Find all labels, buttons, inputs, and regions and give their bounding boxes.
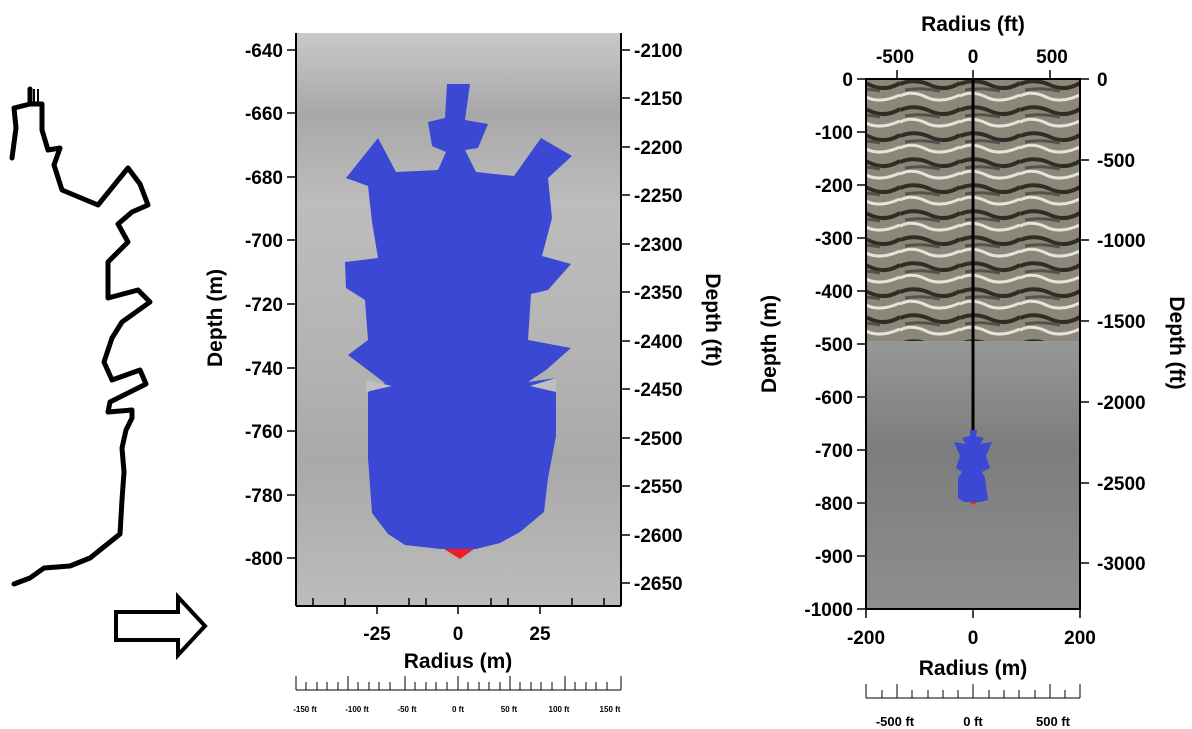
right-y-right-axis-label: Depth (ft): [1165, 296, 1188, 389]
left-x-axis-label: Radius (m): [404, 650, 513, 673]
left-ft-tick: -2600: [634, 526, 683, 547]
right-top-tick: 0: [968, 47, 979, 68]
left-ruler-label: 0 ft: [452, 705, 464, 714]
right-ft-tick: -2500: [1097, 474, 1146, 495]
left-xtick: 25: [529, 624, 551, 645]
right-ytick: 0: [842, 70, 853, 91]
right-ruler-label: 500 ft: [1036, 714, 1071, 729]
right-ytick: -700: [815, 441, 853, 462]
right-ytick: -600: [815, 388, 853, 409]
left-ruler-label: -50 ft: [397, 705, 416, 714]
right-scale-ruler: [865, 684, 1081, 699]
left-chart: -640 -660 -680 -700 -720 -740 -760 -780 …: [204, 33, 724, 714]
right-ft-tick: 0: [1097, 70, 1108, 91]
right-cavern-shape: [954, 430, 992, 502]
right-x-axis-label: Radius (m): [919, 657, 1028, 680]
left-y-axis-label: Depth (m): [204, 269, 227, 367]
right-ft-tick: -2000: [1097, 393, 1146, 414]
right-ytick: -100: [815, 123, 853, 144]
left-ytick: -780: [245, 486, 283, 507]
left-ft-tick: -2550: [634, 477, 683, 498]
left-ruler-label: 50 ft: [501, 705, 518, 714]
left-ytick: -680: [245, 168, 283, 189]
left-ft-tick: -2400: [634, 332, 683, 353]
right-ft-tick: -1000: [1097, 231, 1146, 252]
right-ruler-label: -500 ft: [876, 714, 915, 729]
left-xtick: -25: [363, 624, 391, 645]
right-top-tick: -500: [876, 47, 914, 68]
left-ft-tick: -2350: [634, 283, 683, 304]
right-chart: -500 0 500 Radius (ft) 0 -100 -200 -300 …: [758, 13, 1188, 729]
right-xtick: 200: [1064, 628, 1096, 649]
right-y-axis-label: Depth (m): [758, 295, 781, 393]
right-ytick: -1000: [804, 600, 853, 621]
left-xtick: 0: [453, 624, 464, 645]
left-ft-tick: -2200: [634, 138, 683, 159]
right-ytick: -900: [815, 547, 853, 568]
right-ytick: -400: [815, 282, 853, 303]
left-ruler-label: -150 ft: [293, 705, 317, 714]
left-scale-ruler: [295, 676, 622, 691]
left-ft-tick: -2500: [634, 429, 683, 450]
left-y-right-axis-label: Depth (ft): [701, 273, 724, 366]
left-ruler-label: -100 ft: [345, 705, 369, 714]
left-ft-tick: -2100: [634, 41, 683, 62]
right-ft-tick: -500: [1097, 151, 1135, 172]
right-xtick: 0: [968, 628, 979, 649]
right-xtick: -200: [847, 628, 885, 649]
right-cavern-bottom: [970, 502, 977, 505]
right-top-tick: 500: [1036, 47, 1068, 68]
right-ft-tick: -1500: [1097, 312, 1146, 333]
left-ft-tick: -2650: [634, 574, 683, 595]
left-ytick: -800: [245, 549, 283, 570]
left-ft-tick: -2450: [634, 380, 683, 401]
left-cavern-bottom: [444, 549, 474, 559]
left-ft-tick: -2250: [634, 186, 683, 207]
cavern-profile-sketch: [9, 86, 153, 587]
right-ytick: -300: [815, 229, 853, 250]
left-ruler-label: 150 ft: [600, 705, 621, 714]
left-ytick: -660: [245, 104, 283, 125]
left-ytick: -640: [245, 41, 283, 62]
right-ft-tick: -3000: [1097, 554, 1146, 575]
right-ruler-label: 0 ft: [963, 714, 983, 729]
left-ytick: -760: [245, 422, 283, 443]
left-ruler-label: 100 ft: [549, 705, 570, 714]
arrow-right-icon: [114, 591, 208, 661]
left-ytick: -720: [245, 295, 283, 316]
left-ytick: -740: [245, 359, 283, 380]
left-cavern-shape: [345, 84, 572, 549]
right-ytick: -800: [815, 494, 853, 515]
right-ytick: -500: [815, 335, 853, 356]
right-ytick: -200: [815, 176, 853, 197]
left-ft-tick: -2300: [634, 235, 683, 256]
left-ft-tick: -2150: [634, 89, 683, 110]
left-ytick: -700: [245, 231, 283, 252]
right-top-axis-label: Radius (ft): [921, 13, 1025, 36]
